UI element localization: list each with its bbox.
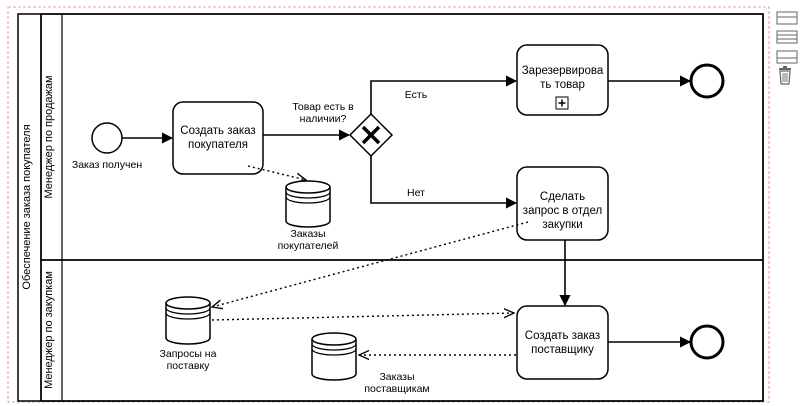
flow-gateway-no[interactable] <box>370 156 518 209</box>
flow-gateway-yes[interactable] <box>370 75 518 114</box>
assoc-supply-requests-to-supplier-order[interactable] <box>211 313 514 321</box>
gateway-question-label: Товар есть в наличии? <box>292 101 354 125</box>
datastore-customer-orders[interactable] <box>285 180 331 228</box>
subprocess-marker-icon <box>555 96 569 110</box>
pool[interactable] <box>17 13 764 402</box>
datastore-supplier-orders[interactable] <box>311 332 357 381</box>
exclusive-gateway[interactable] <box>348 112 394 158</box>
task-supplier-order-label: Создать заказ поставщику <box>524 330 601 356</box>
datastore-supply-requests[interactable] <box>165 296 211 345</box>
datastore-supplier-orders-label: Заказы поставщикам <box>364 371 430 395</box>
task-request-label: Сделать запрос в отдел закупки <box>522 191 603 231</box>
start-event-label: Заказ получен <box>71 159 143 171</box>
end-event-supplier[interactable] <box>689 324 725 360</box>
trash-icon[interactable] <box>779 66 791 85</box>
gateway-no-label: Нет <box>407 187 425 199</box>
datastore-customer-orders-label: Заказы покупателей <box>277 228 339 252</box>
end-event-reserve[interactable] <box>689 63 725 99</box>
gateway-yes-label: Есть <box>404 89 428 101</box>
datastore-supply-requests-label: Запросы на поставку <box>159 348 217 372</box>
lane-purchasing-label: Менеджер по закупкам <box>43 271 55 389</box>
lane-sales-label: Менеджер по продажам <box>43 75 55 199</box>
task-create-order-label: Создать заказ покупателя <box>180 125 256 151</box>
selection-outline <box>7 6 770 403</box>
lane-purchasing[interactable] <box>40 259 764 402</box>
lane-divide-icon[interactable] <box>776 30 798 44</box>
lane-above-icon[interactable] <box>776 11 798 25</box>
lane-below-icon[interactable] <box>776 50 798 64</box>
start-event[interactable] <box>91 122 123 154</box>
pool-label: Обеспечение заказа покупателя <box>21 124 33 290</box>
task-reserve-label: Зарезервирова ть товар <box>521 65 604 91</box>
